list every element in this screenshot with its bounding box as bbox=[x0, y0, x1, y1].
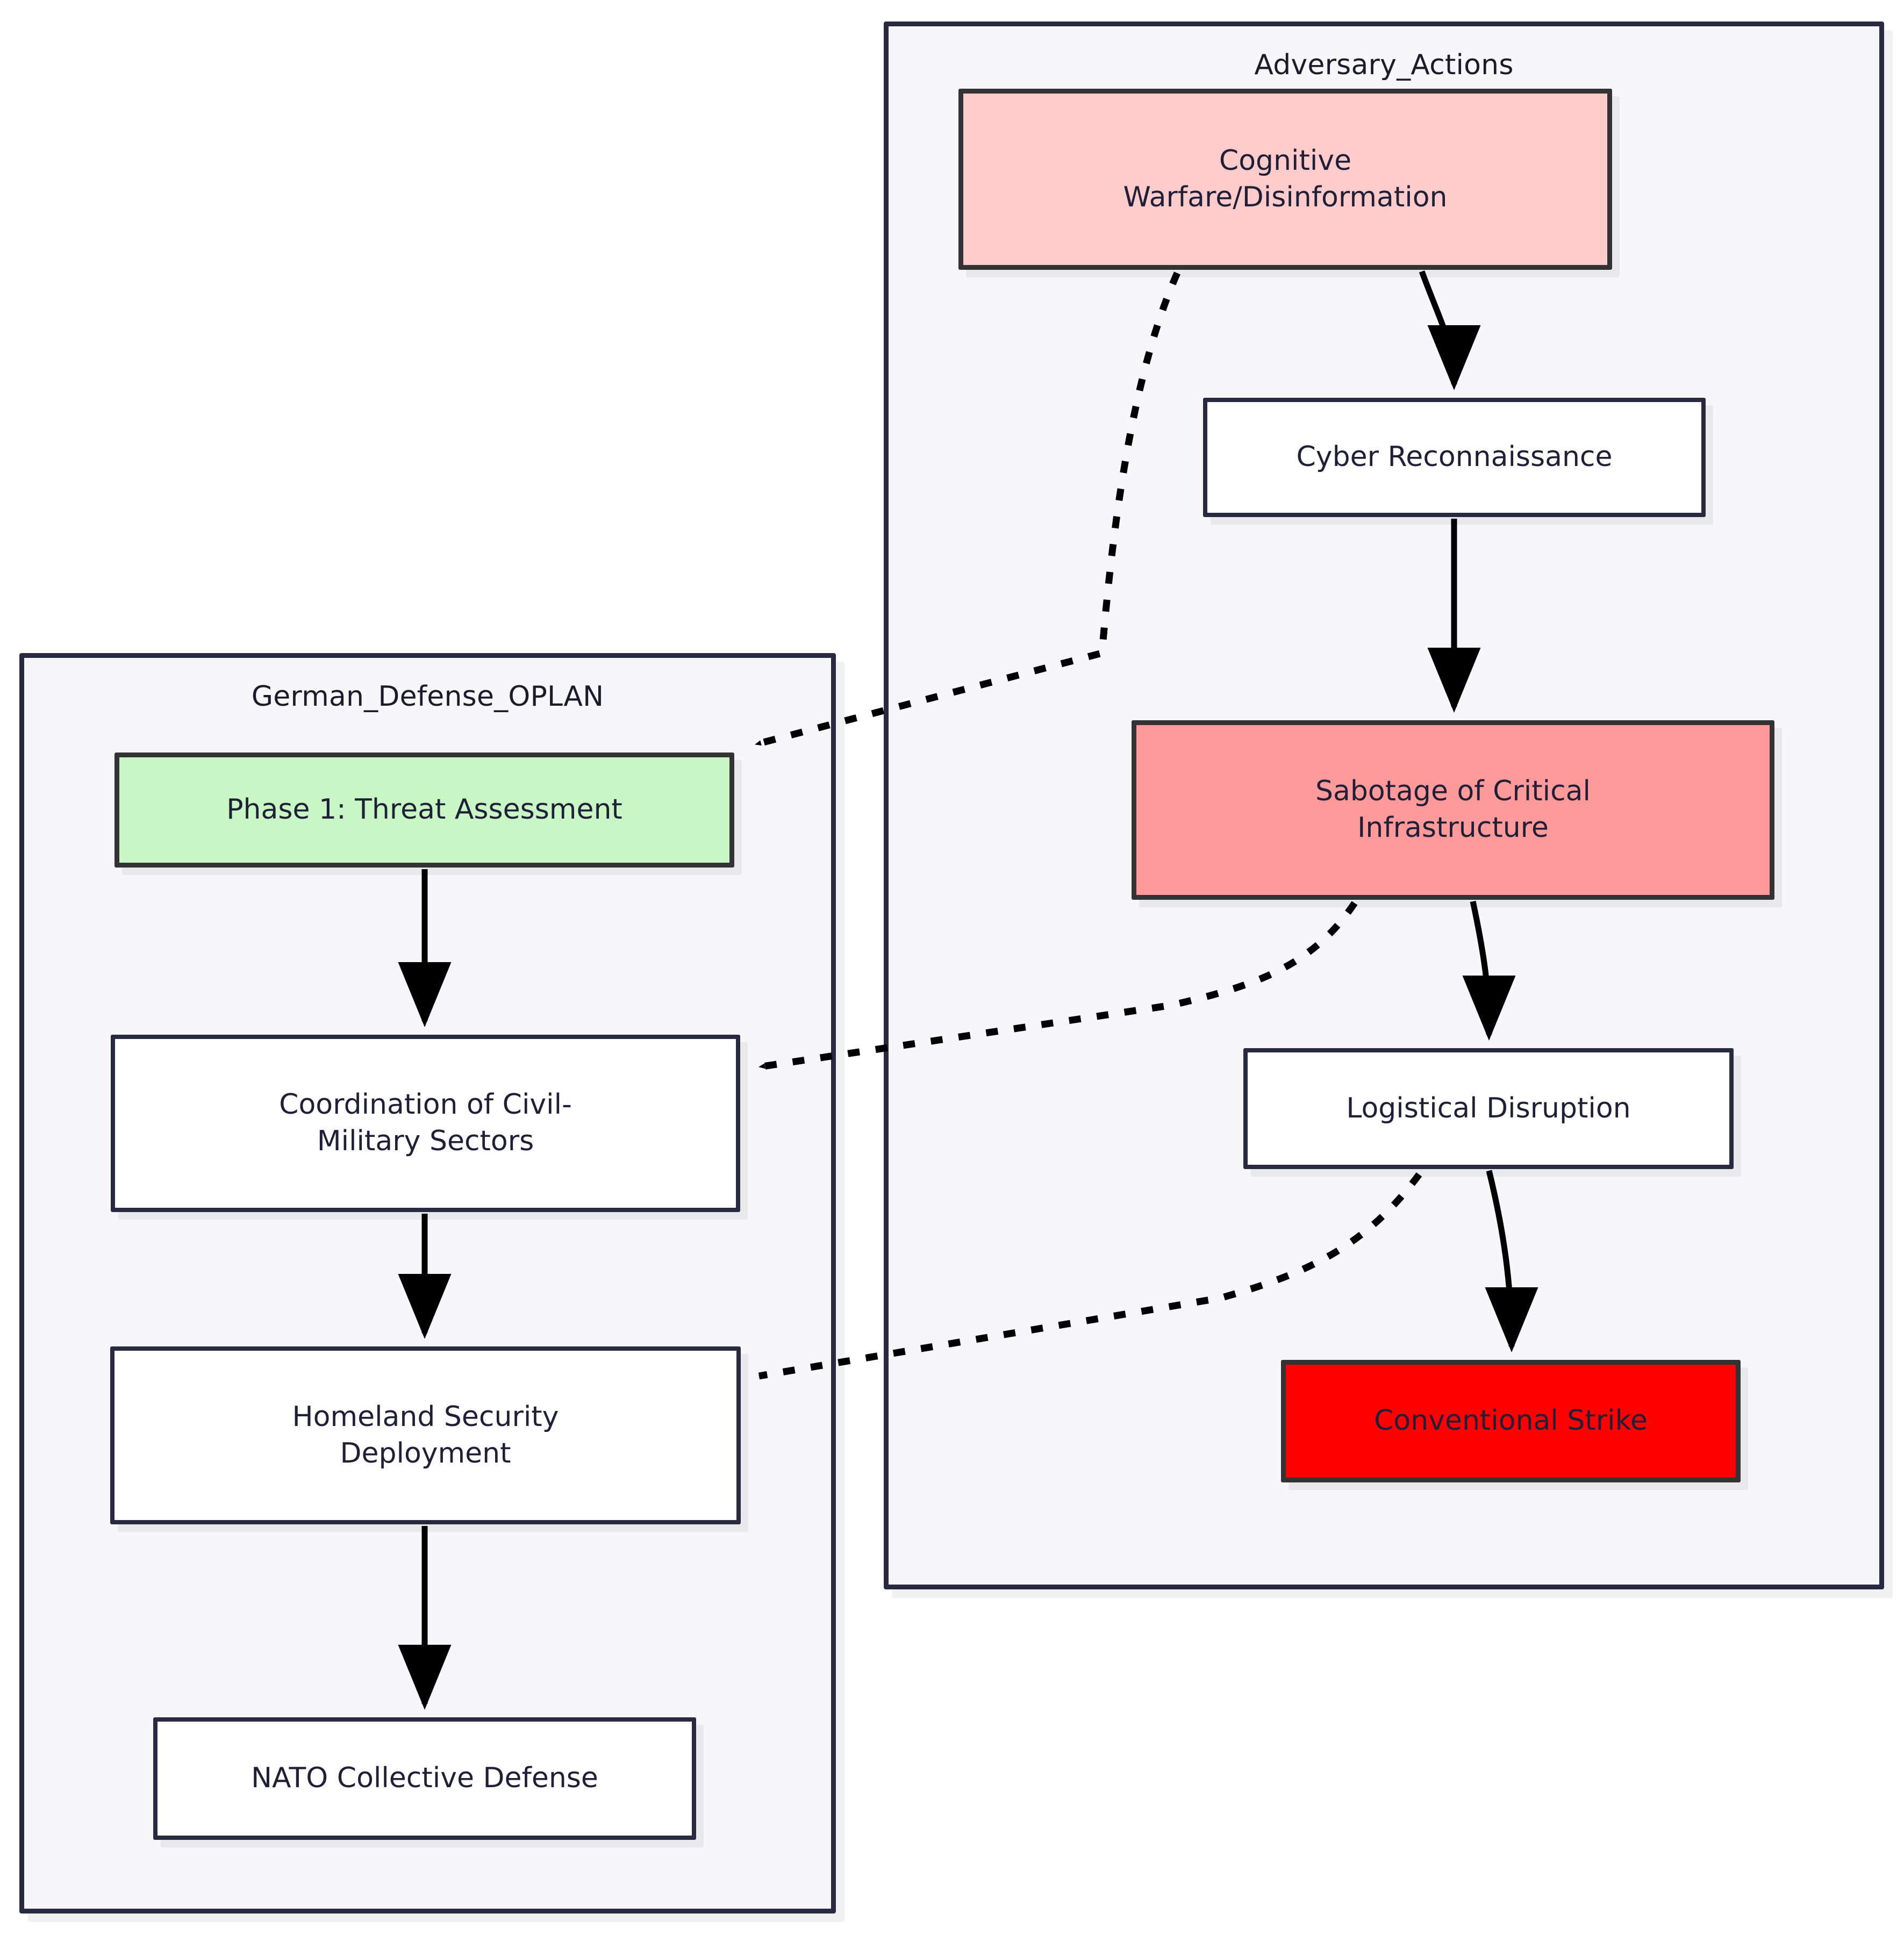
node-sabotage-label-line1: Sabotage of Critical bbox=[1315, 775, 1591, 808]
node-sabotage-label-line2: Infrastructure bbox=[1357, 812, 1549, 844]
node-nato-collective-defense-label: NATO Collective Defense bbox=[251, 1762, 598, 1795]
node-sabotage-of-critical-infrastructure[interactable]: Sabotage of Critical Infrastructure bbox=[1132, 720, 1774, 900]
node-phase1-label: Phase 1: Threat Assessment bbox=[226, 793, 622, 826]
cluster-german-defense-oplan-title: German_Defense_OPLAN bbox=[251, 680, 604, 713]
node-logistical-disruption[interactable]: Logistical Disruption bbox=[1243, 1048, 1734, 1169]
node-nato-collective-defense[interactable]: NATO Collective Defense bbox=[153, 1717, 696, 1840]
node-phase-1-threat-assessment[interactable]: Phase 1: Threat Assessment bbox=[114, 752, 734, 868]
node-cognitive-warfare-disinformation[interactable]: Cognitive Warfare/Disinformation bbox=[958, 89, 1612, 270]
node-coordination-label-line1: Coordination of Civil- bbox=[279, 1088, 572, 1121]
node-conventional-strike-label: Conventional Strike bbox=[1374, 1404, 1648, 1437]
node-homeland-label-line2: Deployment bbox=[340, 1437, 511, 1470]
node-cognitive-label-line1: Cognitive bbox=[1219, 144, 1352, 177]
node-logistical-disruption-label: Logistical Disruption bbox=[1346, 1092, 1631, 1124]
cluster-adversary-actions-title: Adversary_Actions bbox=[1254, 49, 1514, 81]
node-cognitive-label-line2: Warfare/Disinformation bbox=[1123, 181, 1448, 213]
node-homeland-label-line1: Homeland Security bbox=[292, 1400, 559, 1433]
node-cyber-reconnaissance-label: Cyber Reconnaissance bbox=[1296, 441, 1613, 474]
node-coordination-of-civil-military-sectors[interactable]: Coordination of Civil- Military Sectors bbox=[111, 1035, 740, 1212]
node-cyber-reconnaissance[interactable]: Cyber Reconnaissance bbox=[1203, 398, 1706, 517]
node-coordination-label-line2: Military Sectors bbox=[317, 1125, 534, 1157]
node-homeland-security-deployment[interactable]: Homeland Security Deployment bbox=[110, 1346, 741, 1524]
node-conventional-strike[interactable]: Conventional Strike bbox=[1281, 1360, 1741, 1482]
